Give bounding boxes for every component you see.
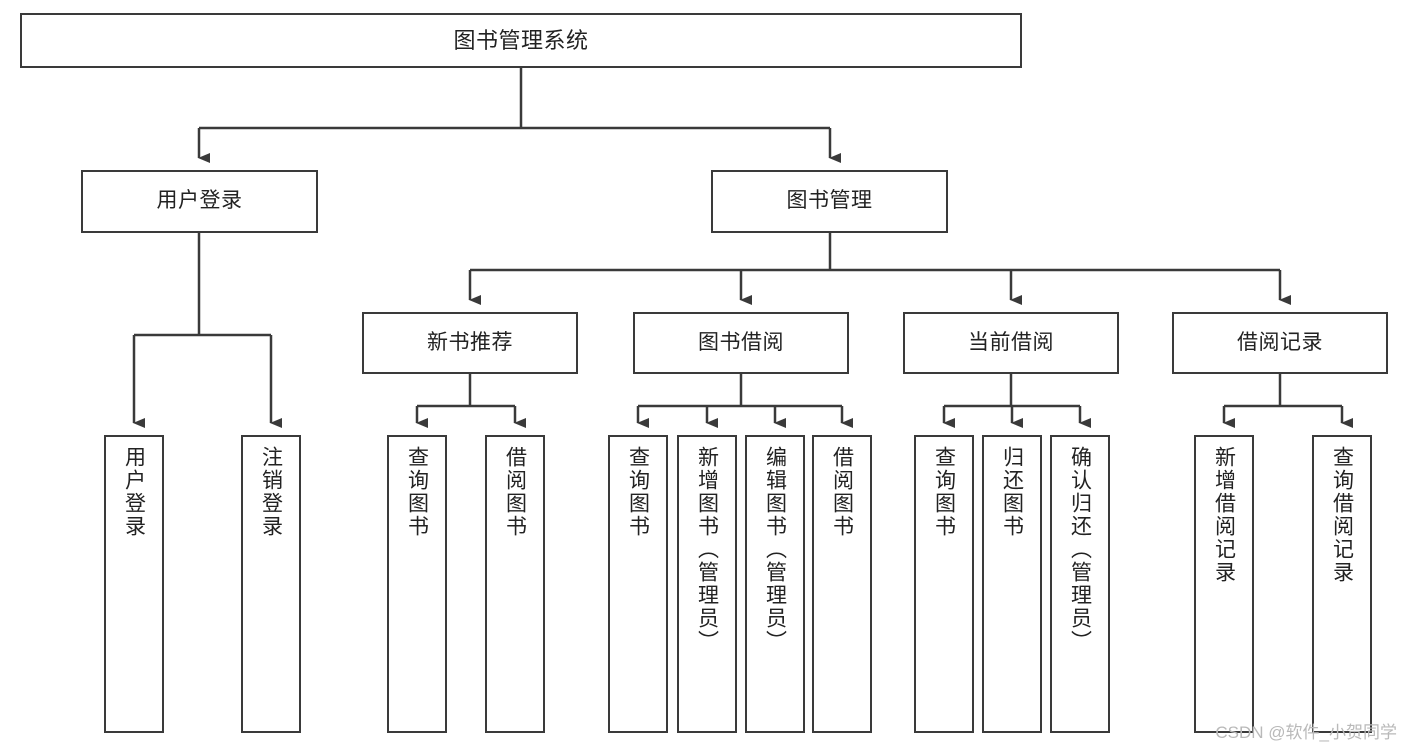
node-leaf-query-book-3-label: 查询图书 [932,446,956,538]
node-leaf-query-book-2-label: 查询图书 [626,446,650,538]
node-leaf-query-book-3[interactable]: 查询图书 [914,435,974,733]
node-leaf-user-login[interactable]: 用户登录 [104,435,164,733]
node-leaf-borrow-book-2-label: 借阅图书 [830,446,854,538]
node-leaf-query-book-1-label: 查询图书 [405,446,429,538]
node-new-book-recommend-label: 新书推荐 [427,330,513,354]
node-leaf-logout-login-label: 注销登录 [259,446,283,538]
node-leaf-edit-book-label: 编辑图书（管理员） [763,446,787,653]
node-leaf-return-book-label: 归还图书 [1000,446,1024,538]
node-borrow-record-label: 借阅记录 [1237,330,1323,354]
node-leaf-query-record-label: 查询借阅记录 [1330,446,1354,584]
node-leaf-borrow-book-1[interactable]: 借阅图书 [485,435,545,733]
node-root-label: 图书管理系统 [453,27,589,53]
node-leaf-add-book-label: 新增图书（管理员） [695,446,719,653]
node-book-borrow-label: 图书借阅 [698,330,784,354]
node-current-borrow-label: 当前借阅 [968,330,1054,354]
node-leaf-confirm-return-label: 确认归还（管理员） [1068,446,1092,653]
node-leaf-logout-login[interactable]: 注销登录 [241,435,301,733]
node-book-management[interactable]: 图书管理 [711,170,948,233]
node-root[interactable]: 图书管理系统 [20,13,1022,68]
node-leaf-return-book[interactable]: 归还图书 [982,435,1042,733]
node-leaf-add-record-label: 新增借阅记录 [1212,446,1236,584]
node-leaf-borrow-book-2[interactable]: 借阅图书 [812,435,872,733]
node-borrow-record[interactable]: 借阅记录 [1172,312,1388,374]
node-user-login[interactable]: 用户登录 [81,170,318,233]
node-leaf-user-login-label: 用户登录 [122,446,146,538]
node-leaf-query-record[interactable]: 查询借阅记录 [1312,435,1372,733]
node-leaf-query-book-1[interactable]: 查询图书 [387,435,447,733]
node-leaf-edit-book[interactable]: 编辑图书（管理员） [745,435,805,733]
node-leaf-query-book-2[interactable]: 查询图书 [608,435,668,733]
node-leaf-add-record[interactable]: 新增借阅记录 [1194,435,1254,733]
node-leaf-confirm-return[interactable]: 确认归还（管理员） [1050,435,1110,733]
node-leaf-borrow-book-1-label: 借阅图书 [503,446,527,538]
node-current-borrow[interactable]: 当前借阅 [903,312,1119,374]
node-book-management-label: 图书管理 [786,189,873,213]
node-leaf-add-book[interactable]: 新增图书（管理员） [677,435,737,733]
csdn-watermark: CSDN @软件_小贺同学 [1215,723,1397,742]
node-book-borrow[interactable]: 图书借阅 [633,312,849,374]
node-new-book-recommend[interactable]: 新书推荐 [362,312,578,374]
node-user-login-label: 用户登录 [156,189,243,213]
